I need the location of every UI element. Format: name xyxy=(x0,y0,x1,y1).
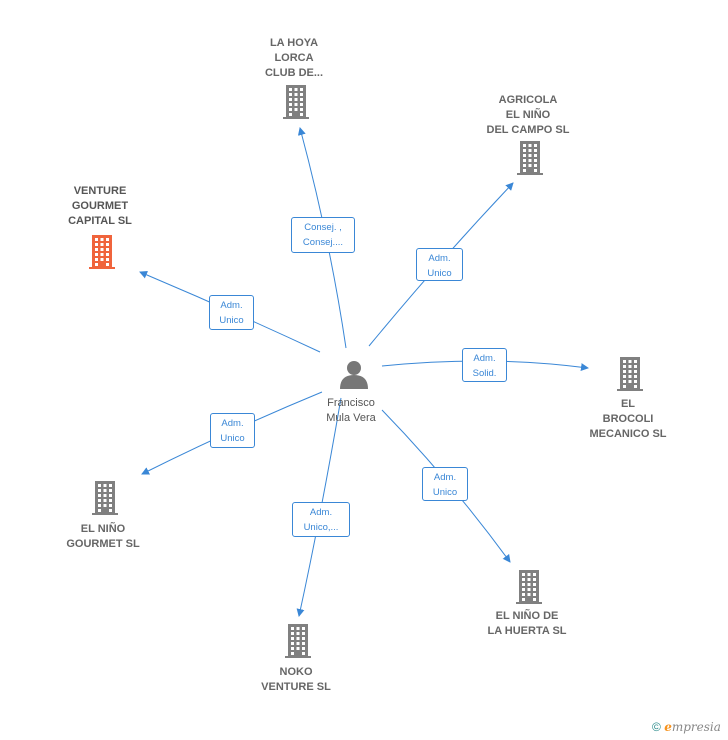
company-name-brocoli[interactable]: EL BROCOLI MECANICO SL xyxy=(589,398,667,440)
center-person-name[interactable]: Francisco Mula Vera xyxy=(326,397,376,424)
company-name-venture[interactable]: VENTURE GOURMET CAPITAL SL xyxy=(68,185,132,227)
building-icon-huerta[interactable] xyxy=(516,570,542,604)
relation-label-la-hoya[interactable]: Consej. , Consej.... xyxy=(291,217,355,253)
company-name-gourmet[interactable]: EL NIÑO GOURMET SL xyxy=(66,523,140,550)
company-name-agricola[interactable]: AGRICOLA EL NIÑO DEL CAMPO SL xyxy=(486,94,570,136)
building-icon-brocoli[interactable] xyxy=(617,357,643,391)
building-icon-gourmet[interactable] xyxy=(92,481,118,515)
relation-label-brocoli[interactable]: Adm. Solid. xyxy=(462,348,507,382)
building-icon-noko[interactable] xyxy=(285,624,311,658)
brand-logo: empresia xyxy=(664,720,721,734)
person-icon[interactable] xyxy=(340,361,368,389)
company-name-la-hoya[interactable]: LA HOYA LORCA CLUB DE... xyxy=(264,37,324,79)
relation-label-agricola[interactable]: Adm. Unico xyxy=(416,248,463,281)
company-name-noko[interactable]: NOKO VENTURE SL xyxy=(261,666,331,693)
relation-label-noko[interactable]: Adm. Unico,... xyxy=(292,502,350,537)
building-icon-venture[interactable] xyxy=(89,235,115,269)
copyright-icon: © xyxy=(652,720,661,734)
footer-brand: © empresia xyxy=(652,720,721,734)
relation-label-huerta[interactable]: Adm. Unico xyxy=(422,467,468,501)
building-icon-agricola[interactable] xyxy=(517,141,543,175)
relation-label-venture[interactable]: Adm. Unico xyxy=(209,295,254,330)
relation-label-gourmet[interactable]: Adm. Unico xyxy=(210,413,255,448)
company-name-huerta[interactable]: EL NIÑO DE LA HUERTA SL xyxy=(487,610,567,637)
building-icon-la-hoya[interactable] xyxy=(283,85,309,119)
